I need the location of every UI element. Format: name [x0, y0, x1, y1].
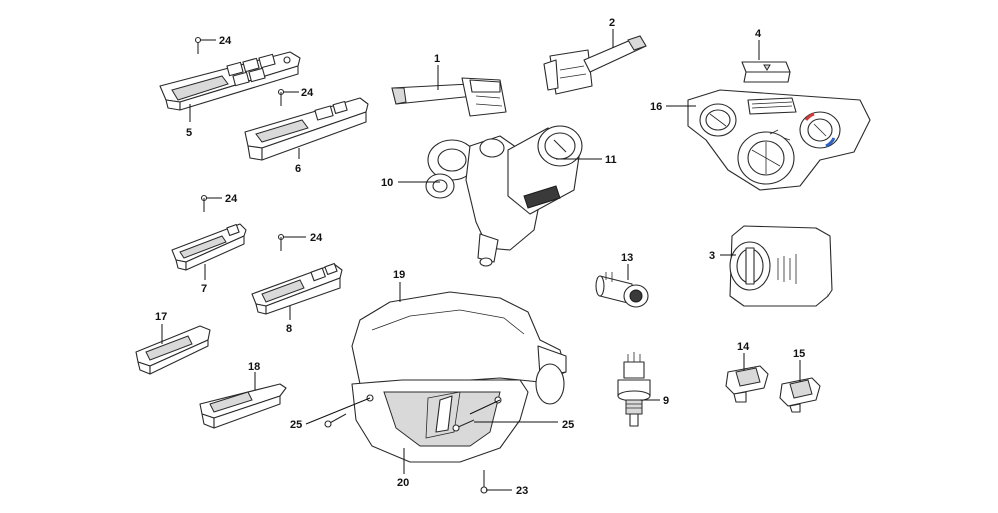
callout-4: 4 — [755, 28, 762, 40]
defrost-icon — [769, 129, 791, 141]
switch-15 — [779, 377, 821, 413]
callout-25-a: 25 — [290, 419, 302, 431]
callout-23: 23 — [516, 485, 528, 497]
window-switch-bezel-17 — [135, 325, 211, 375]
callout-14: 14 — [737, 341, 750, 353]
ignition-lock-cylinder-11 — [507, 125, 583, 215]
leader-lines — [161, 29, 801, 491]
callout-1: 1 — [434, 53, 440, 65]
callout-24-a: 24 — [219, 35, 232, 47]
window-switch-panel-front-left — [159, 51, 301, 111]
combination-switch-stalk-2 — [543, 35, 647, 95]
hazard-switch-4 — [741, 61, 791, 83]
screw-24-b — [277, 88, 285, 106]
callout-20: 20 — [397, 477, 409, 489]
hazard-triangle-icon — [763, 64, 771, 71]
callout-5: 5 — [186, 127, 192, 139]
steering-column-upper-shroud-19 — [351, 291, 567, 405]
callout-24-b: 24 — [301, 87, 314, 99]
callout-15: 15 — [793, 348, 805, 360]
callout-24-c: 24 — [225, 193, 238, 205]
callout-13: 13 — [621, 252, 633, 264]
brake-switch-9 — [617, 352, 651, 427]
window-switch-panel-6 — [244, 97, 369, 161]
callout-9: 9 — [663, 395, 669, 407]
callout-24-d: 24 — [310, 232, 323, 244]
screw-24-c — [200, 194, 208, 212]
callout-3: 3 — [709, 250, 715, 262]
callout-18: 18 — [248, 361, 260, 373]
callout-17: 17 — [155, 311, 167, 323]
headlight-switch-3 — [729, 225, 833, 307]
callout-25-b: 25 — [562, 419, 574, 431]
callout-6: 6 — [295, 163, 301, 175]
callout-10: 10 — [381, 177, 393, 189]
callout-19: 19 — [393, 269, 405, 281]
combination-switch-stalk-1 — [391, 77, 507, 117]
screw-24-d — [277, 233, 285, 251]
callout-7: 7 — [201, 283, 207, 295]
callout-2: 2 — [609, 17, 615, 29]
callout-11: 11 — [605, 154, 617, 166]
callout-labels: 24 5 24 6 24 7 24 8 17 18 1 2 4 16 3 10 … — [155, 17, 805, 497]
steering-column-lower-shroud-20 — [351, 379, 529, 463]
lighter-socket-13 — [595, 272, 649, 308]
callout-8: 8 — [286, 323, 292, 335]
screw-25-left — [324, 413, 347, 428]
window-switch-bezel-18 — [199, 383, 287, 429]
switch-14 — [725, 365, 769, 403]
screw-24-a — [194, 36, 202, 54]
callout-16: 16 — [650, 101, 662, 113]
window-switch-panel-8 — [251, 262, 343, 315]
window-switch-panel-7 — [171, 223, 247, 271]
screw-25-right — [452, 419, 475, 432]
heater-control-panel-16 — [687, 89, 871, 191]
